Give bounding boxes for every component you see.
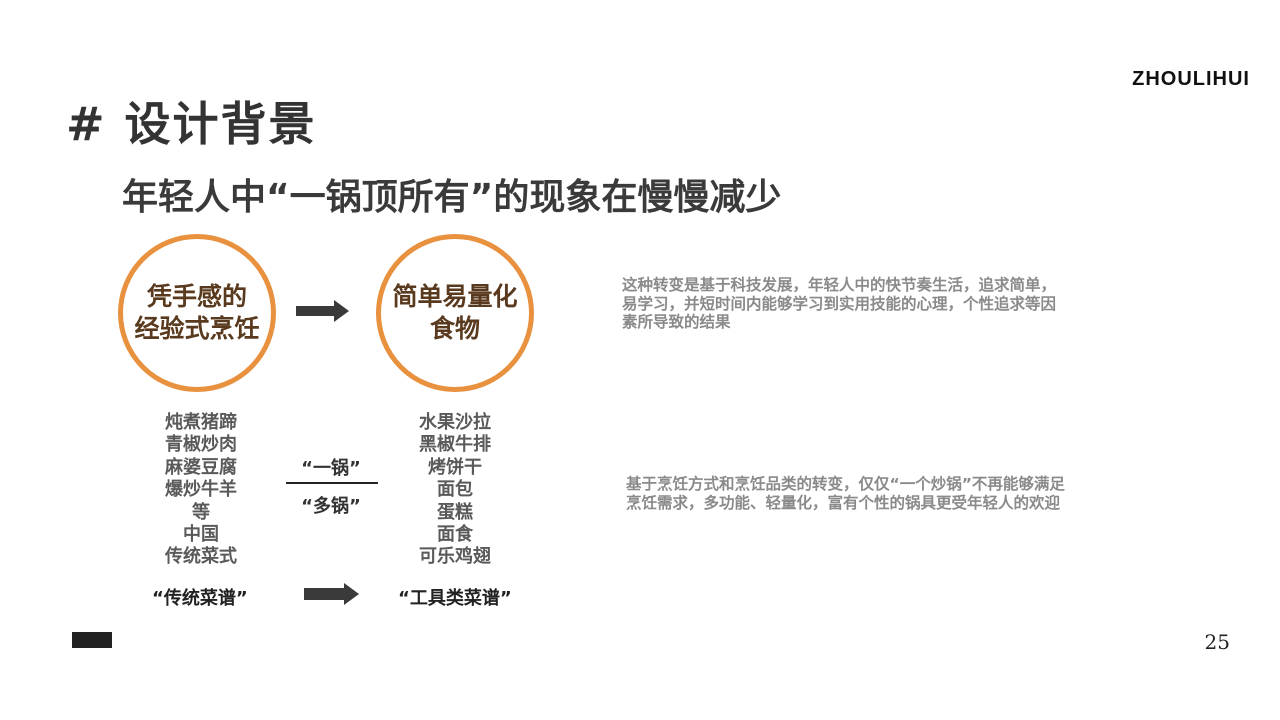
list-item: 麻婆豆腐: [165, 456, 237, 478]
simple-food-circle: 简单易量化 食物: [376, 234, 534, 392]
list-item: 炖煮猪蹄: [165, 412, 237, 433]
list-item: 等: [192, 501, 210, 523]
traditional-dish-list: 炖煮猪蹄 青椒炒肉 麻婆豆腐 爆炒牛羊 等 中国 传统菜式: [136, 412, 266, 569]
list-item: 爆炒牛羊: [165, 479, 237, 501]
one-pot-label: “一锅”: [301, 458, 361, 479]
list-item: 水果沙拉: [419, 412, 491, 433]
many-pots-label: “多锅”: [301, 496, 361, 517]
simple-food-label: 简单易量化 食物: [392, 282, 518, 343]
right-arrow-icon: [296, 300, 349, 322]
list-item: 可乐鸡翅: [419, 546, 491, 568]
list-item: 烤饼干: [428, 456, 482, 478]
list-item: 传统菜式: [165, 546, 237, 568]
traditional-cooking-circle: 凭手感的 经验式烹饪: [118, 234, 276, 392]
list-item: 面食: [437, 524, 473, 546]
traditional-cooking-label: 凭手感的 经验式烹饪: [134, 282, 260, 343]
tool-recipe-label: “工具类菜谱”: [398, 588, 512, 609]
list-item: 面包: [437, 479, 473, 501]
list-item: 蛋糕: [437, 501, 473, 523]
page-title: # 设计背景: [66, 97, 317, 151]
page-subtitle: 年轻人中“一锅顶所有”的现象在慢慢减少: [122, 177, 782, 218]
footer-bar: [72, 632, 112, 648]
list-item: 中国: [183, 524, 219, 546]
simple-dish-list: 水果沙拉 黑椒牛排 烤饼干 面包 蛋糕 面食 可乐鸡翅: [390, 412, 520, 569]
page-number: 25: [1204, 630, 1230, 654]
list-item: 黑椒牛排: [419, 434, 491, 456]
background-note: 这种转变是基于科技发展，年轻人中的快节奏生活，追求简单，易学习，并短时间内能够学…: [622, 276, 1057, 331]
list-item: 青椒炒肉: [165, 434, 237, 456]
background-note: 基于烹饪方式和烹饪品类的转变，仅仅“一个炒锅”不再能够满足烹饪需求，多功能、轻量…: [626, 475, 1065, 512]
right-arrow-icon: [304, 583, 359, 605]
brand-logo: ZHOULIHUI: [1132, 68, 1250, 90]
pot-divider: [286, 482, 378, 484]
traditional-recipe-label: “传统菜谱”: [152, 588, 248, 609]
